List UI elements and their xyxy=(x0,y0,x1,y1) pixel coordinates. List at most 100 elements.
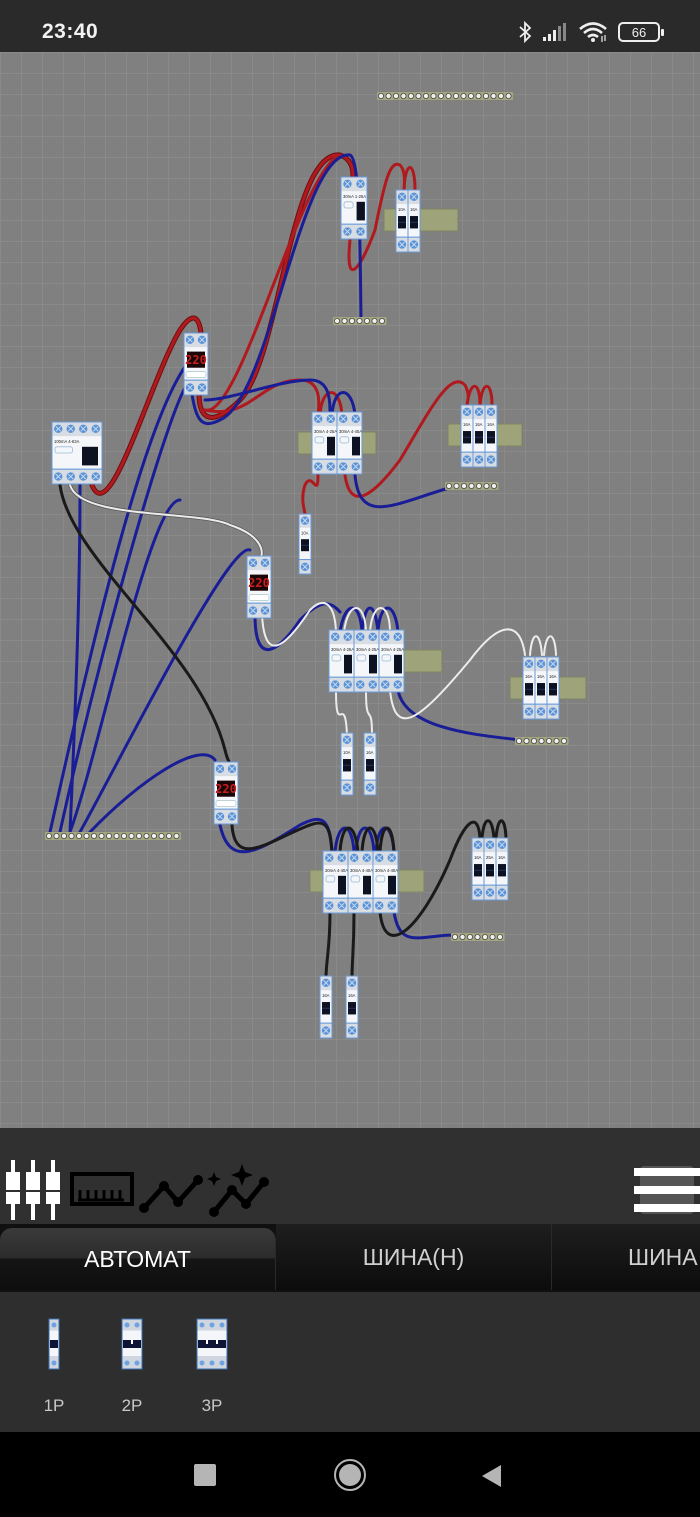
bus-bar-small[interactable] xyxy=(451,933,505,941)
breaker-pair3-1[interactable]: 16A xyxy=(319,975,333,1039)
bus-terminal[interactable] xyxy=(83,833,90,840)
bus-terminal[interactable] xyxy=(333,317,340,324)
bus-terminal[interactable] xyxy=(76,833,83,840)
breaker-pair3-2[interactable]: 16A xyxy=(345,975,359,1039)
bus-terminal[interactable] xyxy=(68,833,75,840)
rcd-group1-1[interactable]: 30mA 4-25A xyxy=(311,411,338,475)
bus-terminal[interactable] xyxy=(459,934,466,941)
bus-terminal[interactable] xyxy=(385,93,392,100)
bus-terminal[interactable] xyxy=(516,738,523,745)
bus-terminal[interactable] xyxy=(415,93,422,100)
bus-terminal[interactable] xyxy=(135,833,142,840)
bus-terminal[interactable] xyxy=(106,833,113,840)
bus-terminal[interactable] xyxy=(490,482,497,489)
rcd-lever[interactable] xyxy=(327,436,335,456)
bus-terminal[interactable] xyxy=(422,93,429,100)
voltmeter-3[interactable]: 220 xyxy=(213,761,239,825)
breaker-tool-icon[interactable] xyxy=(2,1158,66,1222)
bus-bar-small[interactable] xyxy=(445,482,499,490)
breaker-top-1[interactable]: 10A xyxy=(395,189,409,253)
home-icon[interactable] xyxy=(334,1459,366,1491)
bus-terminal[interactable] xyxy=(445,93,452,100)
breaker-pair2-2[interactable]: 16A xyxy=(363,732,377,796)
recents-icon[interactable] xyxy=(194,1464,216,1486)
bus-terminal[interactable] xyxy=(474,934,481,941)
bus-bar-small[interactable] xyxy=(333,317,387,325)
bus-terminal[interactable] xyxy=(371,317,378,324)
bus-terminal[interactable] xyxy=(53,833,60,840)
voltmeter-1[interactable]: 220 xyxy=(183,332,209,396)
breaker-top-2[interactable]: 16A xyxy=(407,189,421,253)
back-icon[interactable] xyxy=(480,1464,502,1488)
bus-terminal[interactable] xyxy=(98,833,105,840)
bus-terminal[interactable] xyxy=(482,93,489,100)
bus-terminal[interactable] xyxy=(407,93,414,100)
rcd-lever[interactable] xyxy=(352,436,360,456)
auto-wire-tool-icon[interactable] xyxy=(206,1164,272,1220)
bus-terminal[interactable] xyxy=(341,317,348,324)
bus-terminal[interactable] xyxy=(546,738,553,745)
rcd-group3-1[interactable]: 30mA 4-40A xyxy=(322,850,349,914)
bus-terminal[interactable] xyxy=(46,833,53,840)
bus-terminal[interactable] xyxy=(430,93,437,100)
bus-terminal[interactable] xyxy=(553,738,560,745)
breaker-group2-1[interactable]: 16A xyxy=(522,656,536,720)
breaker-group2-3[interactable]: 16A xyxy=(546,656,560,720)
neutral-bus-bar[interactable] xyxy=(45,832,181,840)
breaker-group3-2[interactable]: 25A xyxy=(483,837,497,901)
bus-terminal[interactable] xyxy=(437,93,444,100)
rcd-group3-3[interactable]: 30mA 4-40A xyxy=(372,850,399,914)
bus-terminal[interactable] xyxy=(356,317,363,324)
rcd-lever[interactable] xyxy=(363,875,371,895)
bus-terminal[interactable] xyxy=(483,482,490,489)
menu-button[interactable] xyxy=(634,1166,700,1214)
wire-tool-icon[interactable] xyxy=(138,1172,204,1216)
bus-terminal[interactable] xyxy=(113,833,120,840)
bus-terminal[interactable] xyxy=(538,738,545,745)
rcd-group3-2[interactable]: 30mA 4-40A xyxy=(347,850,374,914)
bus-terminal[interactable] xyxy=(165,833,172,840)
bus-terminal[interactable] xyxy=(128,833,135,840)
bus-terminal[interactable] xyxy=(121,833,128,840)
bus-terminal[interactable] xyxy=(173,833,180,840)
rcd-group2-1[interactable]: 30mA 4-25A xyxy=(328,629,355,693)
bus-terminal[interactable] xyxy=(496,934,503,941)
rcd-lever[interactable] xyxy=(82,446,98,466)
bus-terminal[interactable] xyxy=(460,482,467,489)
bus-terminal[interactable] xyxy=(481,934,488,941)
rcd-lever[interactable] xyxy=(356,201,365,221)
breaker-group1-3[interactable]: 16A xyxy=(484,404,498,468)
tab-breaker[interactable]: АВТОМАТ xyxy=(0,1228,276,1290)
tab-bus[interactable]: ШИНА xyxy=(552,1224,700,1290)
rcd-group2-3[interactable]: 30mA 4-25A xyxy=(378,629,405,693)
bus-terminal[interactable] xyxy=(490,93,497,100)
bus-terminal[interactable] xyxy=(523,738,530,745)
bus-terminal[interactable] xyxy=(150,833,157,840)
tab-neutral-bus[interactable]: ШИНА(Н) xyxy=(276,1224,552,1290)
bus-terminal[interactable] xyxy=(531,738,538,745)
rcd-lever[interactable] xyxy=(394,654,402,674)
bus-terminal[interactable] xyxy=(400,93,407,100)
bus-terminal[interactable] xyxy=(363,317,370,324)
bus-terminal[interactable] xyxy=(489,934,496,941)
main-rcd[interactable]: 100mA 4-63A xyxy=(51,421,103,485)
bus-terminal[interactable] xyxy=(466,934,473,941)
bus-terminal[interactable] xyxy=(467,93,474,100)
bus-terminal[interactable] xyxy=(505,93,512,100)
rcd-group2-2[interactable]: 30mA 4-25A xyxy=(353,629,380,693)
breaker-group2-2[interactable]: 16A xyxy=(534,656,548,720)
rcd-lever[interactable] xyxy=(369,654,377,674)
bus-terminal[interactable] xyxy=(453,482,460,489)
bus-terminal[interactable] xyxy=(475,93,482,100)
bus-terminal[interactable] xyxy=(475,482,482,489)
rcd-lever[interactable] xyxy=(388,875,396,895)
top-bus-bar[interactable] xyxy=(377,92,513,100)
breaker-single-1[interactable]: 10A xyxy=(298,513,312,575)
bus-bar-small[interactable] xyxy=(515,737,569,745)
breaker-group3-3[interactable]: 16A xyxy=(495,837,509,901)
bus-terminal[interactable] xyxy=(452,93,459,100)
palette-item-3p[interactable]: 3P xyxy=(192,1318,232,1416)
bus-terminal[interactable] xyxy=(445,482,452,489)
voltmeter-2[interactable]: 220 xyxy=(246,555,272,619)
